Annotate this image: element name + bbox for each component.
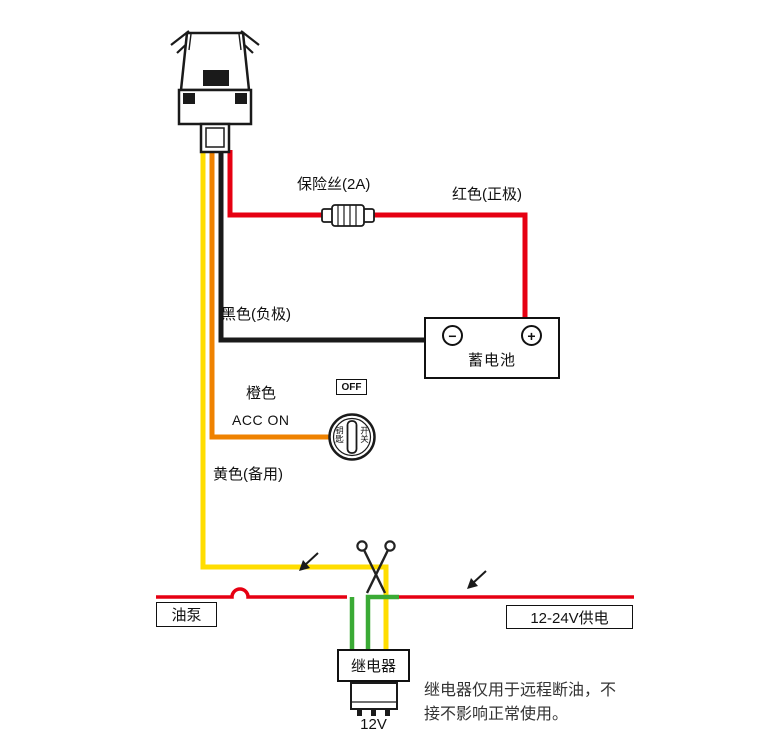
tap-arrow-right <box>467 570 487 589</box>
black-wire-label: 黑色(负极) <box>221 306 291 323</box>
relay-voltage-label: 12V <box>360 716 387 733</box>
battery-terminals: − + <box>426 319 558 346</box>
battery-label: 蓄电池 <box>467 352 516 369</box>
key-switch-label-left: 钥匙 <box>334 426 345 443</box>
connector-plug-icon <box>170 30 260 154</box>
battery-minus-terminal: − <box>442 325 463 346</box>
fuse-label: 保险丝(2A) <box>297 176 371 193</box>
yellow-wire <box>200 150 389 651</box>
acc-on-label: ACC ON <box>232 412 290 428</box>
battery: − + 蓄电池 <box>424 317 560 379</box>
red-wire <box>227 150 528 318</box>
black-wire <box>218 150 424 343</box>
key-switch-icon <box>328 413 376 461</box>
relay-box: 继电器 <box>337 649 410 682</box>
scissors-icon <box>356 540 396 594</box>
orange-wire-label: 橙色 <box>246 385 277 402</box>
tap-arrow-left <box>299 552 319 571</box>
relay-wire-green-right <box>365 594 399 651</box>
ignition-off-badge: OFF <box>336 379 367 395</box>
power-supply-box: 12-24V供电 <box>506 605 633 629</box>
pump-power-line-left <box>156 587 347 599</box>
red-wire-label: 红色(正极) <box>452 186 522 203</box>
relay-icon <box>350 682 398 716</box>
note-line-1: 继电器仅用于远程断油，不 <box>424 682 617 699</box>
oil-pump-box: 油泵 <box>156 602 217 627</box>
note-line-2: 接不影响正常使用。 <box>424 706 569 723</box>
orange-wire <box>209 150 331 440</box>
fuse-icon <box>321 204 375 227</box>
key-switch-label-right: 开关 <box>359 426 370 443</box>
battery-plus-terminal: + <box>521 325 542 346</box>
yellow-wire-label: 黄色(备用) <box>213 466 283 483</box>
